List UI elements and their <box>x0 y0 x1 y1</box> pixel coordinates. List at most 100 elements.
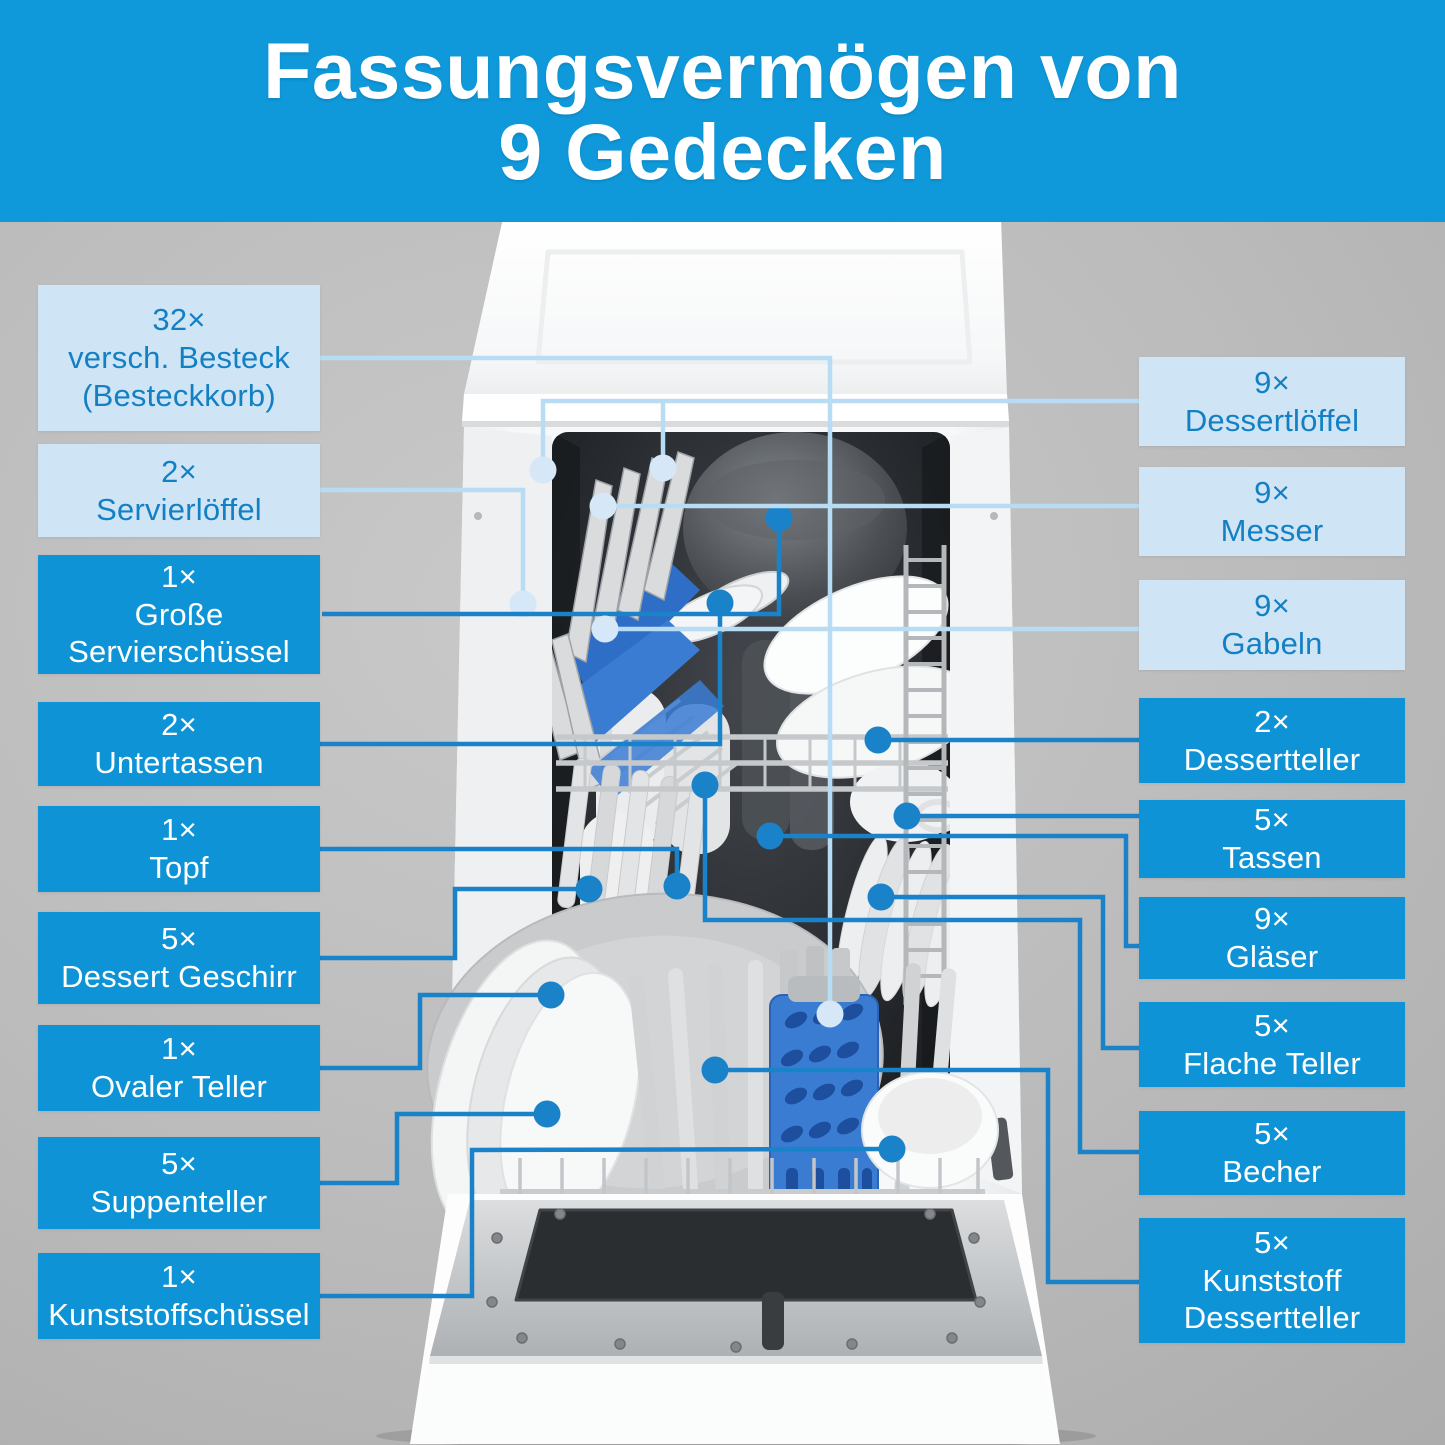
target-dot-dessertteller <box>864 726 892 754</box>
label-name-line: Dessertlöffel <box>1184 402 1360 438</box>
side-wire-ladder <box>903 545 947 1005</box>
connector-kunststoff-dessertteller <box>701 1056 1139 1285</box>
target-dot-dessertloeffel <box>649 454 677 482</box>
label-qty: 5× <box>161 1146 197 1182</box>
label-name-line: Servierschüssel <box>68 634 290 670</box>
label-qty: 5× <box>1254 1224 1290 1260</box>
label-qty: 2× <box>161 453 197 489</box>
label-name-line: Kunststoffschüssel <box>48 1297 310 1332</box>
connector-grosse-servierschuessel <box>322 504 793 617</box>
label-name-line: Dessertteller <box>1183 1300 1361 1336</box>
label-left-besteck: 32×versch. Besteck(Besteckkorb) <box>38 285 320 431</box>
connector-servierloeffel <box>320 487 537 618</box>
connector-becher <box>691 771 1139 1155</box>
dessert-plates <box>763 575 950 779</box>
connector-topf <box>320 846 691 900</box>
target-dot-flache-teller <box>867 883 895 911</box>
target-dot-suppenteller <box>533 1100 561 1128</box>
label-qty: 5× <box>1254 802 1290 838</box>
label-right-dessertloeffel: 9×Dessertlöffel <box>1139 357 1405 446</box>
label-name-line: versch. Besteck <box>68 340 290 376</box>
target-dot-kunststoff-dessertteller <box>701 1056 729 1084</box>
label-right-becher: 5×Becher <box>1139 1111 1405 1195</box>
connector-dessertteller <box>864 726 1139 754</box>
label-name-line: Messer <box>1220 512 1324 548</box>
label-qty: 9× <box>1254 364 1290 400</box>
label-qty: 5× <box>1254 1007 1290 1043</box>
label-name-line: Gabeln <box>1221 626 1323 661</box>
label-qty: 2× <box>1254 703 1290 739</box>
connector-dessert-geschirr <box>320 875 603 961</box>
target-dot-tassen <box>893 802 921 830</box>
target-dot-dessertloeffel <box>529 456 557 484</box>
door-screws <box>486 1208 986 1353</box>
label-left-servierloeffel: 2×Servierlöffel <box>38 444 320 537</box>
label-qty: 1× <box>161 558 197 594</box>
connector-tassen <box>893 802 1139 830</box>
label-name-line: Kunststoff <box>1202 1262 1342 1298</box>
label-right-messer: 9×Messer <box>1139 467 1405 556</box>
label-qty: 1× <box>161 1031 197 1067</box>
label-name-line: Ovaler Teller <box>90 1069 268 1104</box>
interior-contents <box>552 432 950 1150</box>
target-dot-kunststoffschuessel <box>878 1135 906 1163</box>
label-name-line: Topf <box>149 850 209 885</box>
target-dot-becher <box>691 771 719 799</box>
label-name-line: Tassen <box>1222 840 1322 875</box>
open-door <box>410 1194 1060 1444</box>
connector-gabeln <box>591 615 1139 643</box>
cutlery-basket-upper <box>552 451 738 826</box>
header-title-line2: 9 Gedecken <box>498 107 947 196</box>
target-dot-untertassen <box>706 589 734 617</box>
label-qty: 32× <box>152 302 206 338</box>
label-name-line: Servierlöffel <box>96 491 262 527</box>
connector-kunststoffschuessel <box>318 1135 906 1299</box>
label-left-dessert-geschirr: 5×Dessert Geschirr <box>38 912 320 1004</box>
label-right-flache-teller: 5×Flache Teller <box>1139 1002 1405 1087</box>
target-dot-ovaler-teller <box>537 981 565 1009</box>
label-qty: 2× <box>161 707 197 743</box>
connector-glaeser <box>756 822 1139 949</box>
target-dot-gabeln <box>591 615 619 643</box>
connector-messer <box>589 492 1139 520</box>
label-left-kunststoffschuessel: 1×Kunststoffschüssel <box>38 1253 320 1339</box>
label-left-untertassen: 2×Untertassen <box>38 702 320 786</box>
label-qty: 9× <box>1254 901 1290 937</box>
label-right-glaeser: 9×Gläser <box>1139 897 1405 979</box>
target-dot-messer <box>589 492 617 520</box>
target-dot-dessert-geschirr <box>575 875 603 903</box>
label-name-line: Dessertteller <box>1183 741 1361 777</box>
label-qty: 5× <box>1254 1116 1290 1152</box>
connector-suppenteller <box>320 1100 561 1186</box>
small-plate-stack <box>557 757 708 933</box>
label-right-tassen: 5×Tassen <box>1139 800 1405 878</box>
label-name-line: (Besteckkorb) <box>82 377 276 413</box>
label-left-topf: 1×Topf <box>38 806 320 892</box>
lower-rack <box>426 892 999 1258</box>
label-qty: 1× <box>161 1259 197 1295</box>
target-dot-topf <box>663 872 691 900</box>
target-dot-glaeser <box>756 822 784 850</box>
label-name-line: Dessert Geschirr <box>61 959 297 994</box>
header-title-line1: Fassungsvermögen von <box>263 26 1182 115</box>
label-name-line: Becher <box>1222 1154 1322 1189</box>
label-name-line: Flache Teller <box>1183 1045 1361 1081</box>
connector-untertassen <box>320 589 734 747</box>
connector-dessertloeffel <box>529 398 1139 484</box>
label-qty: 9× <box>1254 474 1290 510</box>
label-left-suppenteller: 5×Suppenteller <box>38 1137 320 1229</box>
connector-besteck <box>317 355 844 1028</box>
connector-ovaler-teller <box>320 981 565 1071</box>
connector-flache-teller <box>867 883 1139 1051</box>
target-dot-besteck <box>816 1000 844 1028</box>
label-name-line: Gläser <box>1225 939 1319 974</box>
label-name-line: Große <box>134 596 224 632</box>
target-dot-grosse-servierschuessel <box>765 504 793 532</box>
header-banner: Fassungsvermögen von 9 Gedecken <box>0 0 1445 222</box>
